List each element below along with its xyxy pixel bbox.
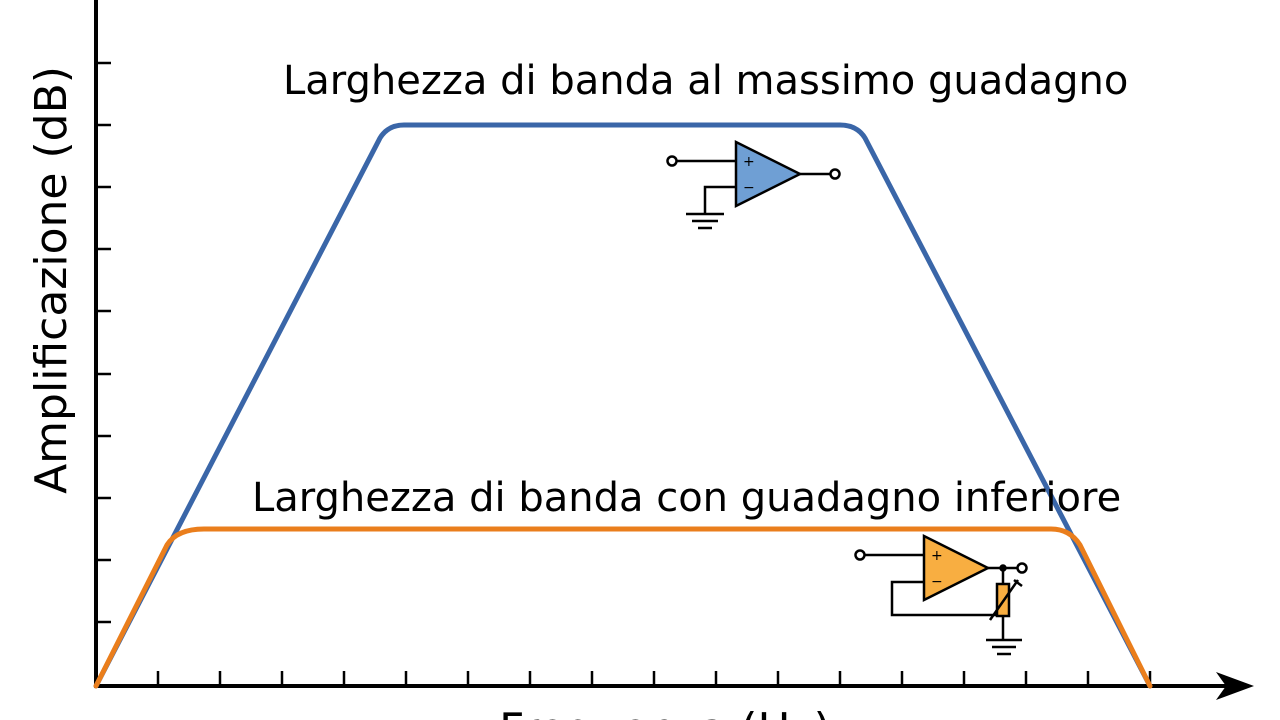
opamp-triangle xyxy=(922,533,991,603)
y-ticks xyxy=(96,61,111,624)
x-axis-arrowhead xyxy=(1216,672,1254,700)
plus-sign: + xyxy=(931,548,943,564)
feedback-wire xyxy=(890,580,1003,617)
y-axis-label: Amplificazione (dB) xyxy=(26,66,77,494)
resistor-arrow xyxy=(988,579,1020,621)
x-axis-label: Frequenza (Hz) xyxy=(499,704,831,720)
plus-sign: + xyxy=(743,154,755,170)
output-terminal xyxy=(829,168,841,180)
open-loop-opamp-icon: + − xyxy=(666,139,841,230)
low-gain-label: Larghezza di banda con guadagno inferior… xyxy=(252,475,1121,521)
axes xyxy=(94,0,1230,688)
low-gain-curve xyxy=(93,526,1153,689)
x-ticks xyxy=(156,671,1152,686)
high-gain-label: Larghezza di banda al massimo guadagno xyxy=(283,58,1128,104)
minus-sign: − xyxy=(931,574,943,590)
opamp-triangle xyxy=(734,139,803,209)
minus-sign: − xyxy=(743,180,755,196)
resistor-arrow-tick xyxy=(1013,579,1023,587)
input-terminal xyxy=(854,549,866,561)
high-gain-curve xyxy=(93,122,1153,689)
feedback-opamp-icon: + − xyxy=(854,533,1028,656)
input-terminal xyxy=(666,155,678,167)
output-terminal xyxy=(1016,562,1028,574)
ground-wire xyxy=(703,185,736,214)
